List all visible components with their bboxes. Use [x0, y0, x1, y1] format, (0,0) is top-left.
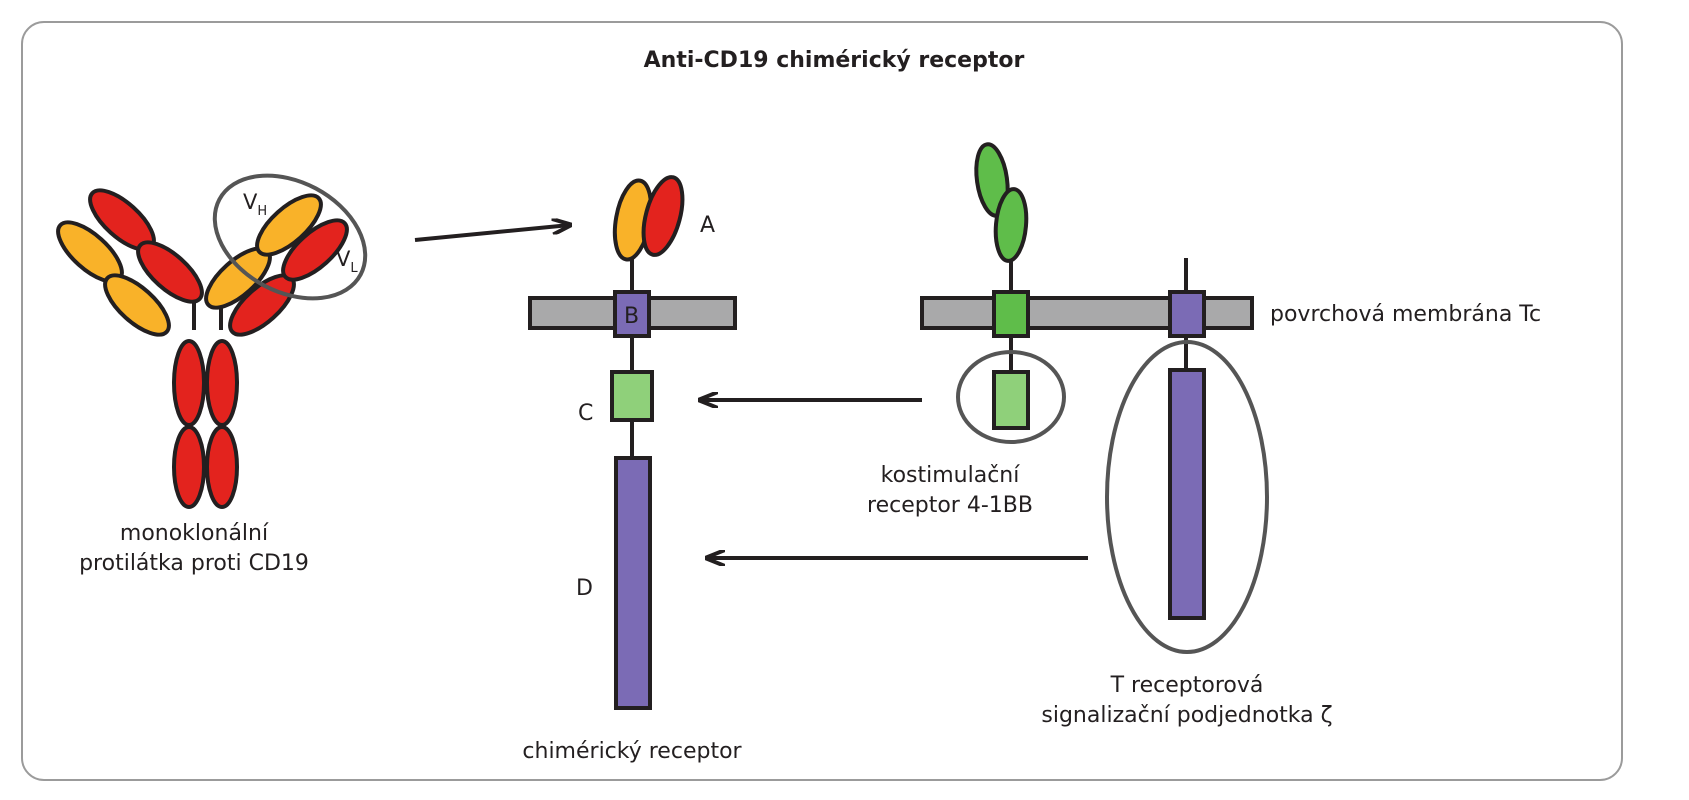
variable-domain-circle [212, 173, 368, 301]
membrane-label: povrchová membrána Tc [1270, 302, 1541, 327]
antibody-caption-line1: monoklonální [120, 521, 269, 546]
vh-label: VH [243, 190, 267, 219]
label-d: D [576, 576, 593, 601]
chimeric-transmembrane-b [613, 290, 651, 338]
antibody-fc-upper-left [172, 339, 206, 427]
antibody-left-light-inner [103, 273, 171, 337]
antibody-fc-lower-left [172, 425, 206, 509]
diagram-title: Anti-CD19 chimérický receptor [644, 48, 1025, 73]
label-b: B [624, 304, 639, 329]
costim-transmembrane [992, 290, 1030, 338]
zeta-transmembrane [1168, 290, 1206, 338]
label-c: C [578, 401, 593, 426]
zeta-caption-line2: signalizační podjednotka ζ [1041, 703, 1332, 728]
antibody-right-heavy-outer [255, 193, 323, 257]
antibody-left-heavy-inner [136, 240, 204, 304]
costim-caption-line2: receptor 4-1BB [867, 493, 1033, 518]
costim-cytoplasmic [992, 370, 1030, 430]
antibody [56, 188, 349, 509]
chimeric-receptor [528, 175, 737, 710]
vl-label: VL [336, 247, 358, 276]
costim-domain-lower [993, 187, 1029, 263]
zeta-caption-line1: T receptorová [1110, 673, 1264, 698]
antibody-caption-line2: protilátka proti CD19 [79, 551, 309, 576]
chimeric-costim-c [610, 370, 654, 422]
zeta-cytoplasmic [1168, 368, 1206, 620]
arrow-antibody-to-receptor [414, 225, 570, 242]
tcell-receptors [920, 142, 1254, 620]
costim-caption-line1: kostimulační [881, 463, 1021, 488]
antibody-fc-lower-right [205, 425, 239, 509]
chimeric-caption: chimérický receptor [522, 739, 742, 764]
chimeric-signal-d [614, 456, 652, 710]
antibody-fc-upper-right [205, 339, 239, 427]
antibody-right-light-outer [281, 218, 349, 282]
costim-circle [956, 350, 1066, 444]
zeta-circle [1105, 340, 1269, 654]
chimeric-scfv-red [641, 175, 685, 257]
label-a: A [700, 213, 715, 238]
